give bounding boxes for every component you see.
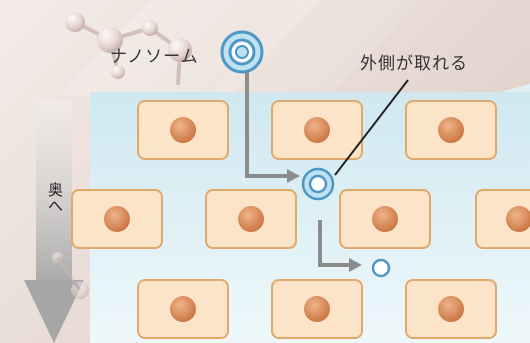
arrowhead-icon <box>287 169 300 183</box>
cell-icon <box>71 189 163 249</box>
cell-icon <box>205 189 297 249</box>
cell-icon <box>475 189 530 249</box>
arrowhead-icon <box>349 258 362 272</box>
inner-sphere-icon <box>371 258 391 278</box>
path-arrow-icon <box>318 220 350 267</box>
nanosome-label: ナノソーム <box>110 47 199 67</box>
bg-streak <box>210 0 420 95</box>
nanosome-icon <box>301 167 335 201</box>
cell-icon <box>339 189 431 249</box>
depth-arrow-icon <box>24 100 84 343</box>
cell-icon <box>271 279 363 339</box>
path-arrow-icon <box>245 72 288 178</box>
molecule-icon <box>52 252 89 299</box>
cell-icon <box>271 100 363 160</box>
leader-line <box>334 79 409 176</box>
outer-removed-label: 外側が取れる <box>360 54 468 74</box>
molecule-icon <box>65 12 192 86</box>
cell-icon <box>137 100 229 160</box>
cell-icon <box>405 100 497 160</box>
depth-label: 奥へ <box>46 182 64 214</box>
nanosome-icon <box>220 30 264 74</box>
cell-icon <box>137 279 229 339</box>
cell-icon <box>405 279 497 339</box>
